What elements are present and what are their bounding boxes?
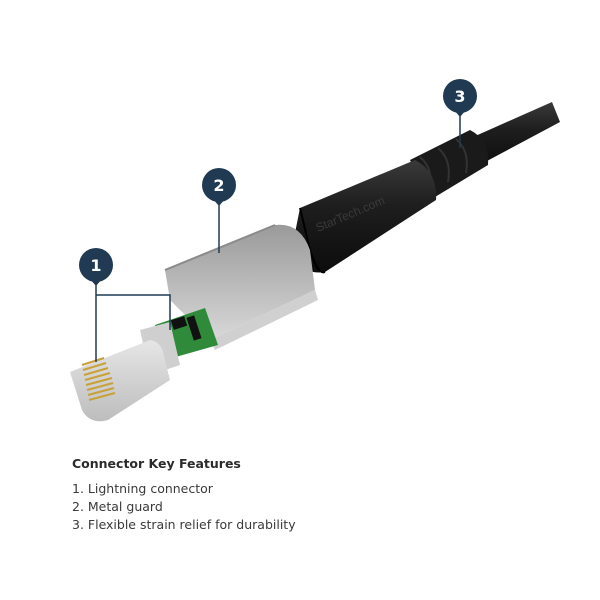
feature-item: 2. Metal guard bbox=[72, 499, 163, 514]
connector-housing: StarTech.com bbox=[292, 160, 437, 274]
features-list: 1. Lightning connector 2. Metal guard 3.… bbox=[72, 480, 296, 534]
svg-text:1: 1 bbox=[90, 256, 101, 275]
callout-3: 3 bbox=[443, 79, 477, 117]
feature-item: 1. Lightning connector bbox=[72, 481, 213, 496]
callout-leaders bbox=[95, 110, 461, 362]
features-title: Connector Key Features bbox=[72, 456, 241, 471]
contact-pins bbox=[81, 356, 116, 402]
callout-2: 2 bbox=[202, 168, 236, 206]
feature-item: 3. Flexible strain relief for durability bbox=[72, 517, 296, 532]
features-section: Connector Key Features 1. Lightning conn… bbox=[72, 456, 296, 534]
svg-text:2: 2 bbox=[213, 176, 224, 195]
lightning-plug bbox=[70, 322, 180, 422]
svg-text:3: 3 bbox=[454, 87, 465, 106]
callout-1: 1 bbox=[79, 248, 113, 286]
